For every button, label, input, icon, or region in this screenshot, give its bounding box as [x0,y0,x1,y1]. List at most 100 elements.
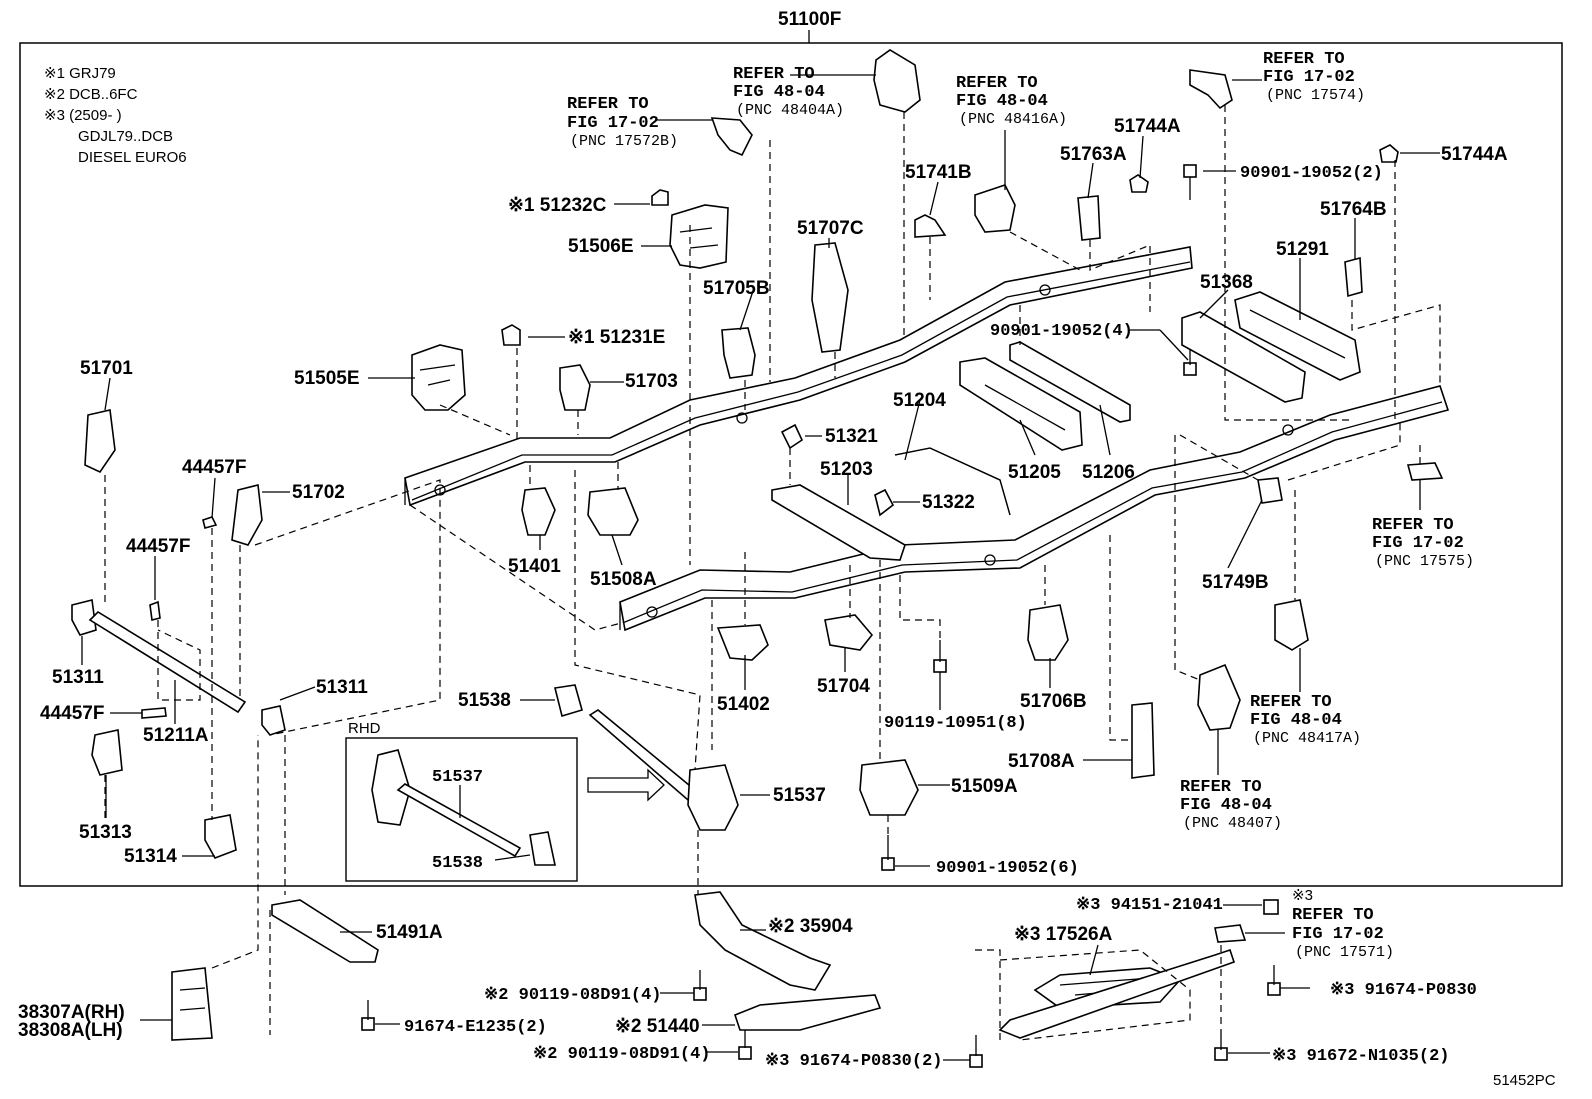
part-91674-p0830[interactable]: ※3 91674-P0830 [1330,981,1477,1000]
note-3: ※3 (2509- ) [44,107,122,124]
part-51314[interactable]: 51314 [124,846,177,867]
part-51311-1[interactable]: 51311 [52,667,104,688]
part-51206[interactable]: 51206 [1082,462,1135,483]
part-90119-08d91-b[interactable]: ※2 90119-08D91(4) [533,1045,710,1064]
note-4: GDJL79..DCB [78,128,173,145]
svg-text:(PNC 48407): (PNC 48407) [1183,815,1282,832]
refer-blocks: REFER TO FIG 17-02 (PNC 17572B) REFER TO… [567,50,1474,961]
svg-text:(PNC 48416A): (PNC 48416A) [959,111,1067,128]
svg-text:REFER TO: REFER TO [1372,516,1454,535]
part-51291[interactable]: 51291 [1276,239,1329,260]
part-44457f-1[interactable]: 44457F [182,457,246,478]
part-94151-21041[interactable]: ※3 94151-21041 [1076,896,1223,915]
part-91674-p0830-2[interactable]: ※3 91674-P0830(2) [765,1052,942,1071]
part-90119-10951-8[interactable]: 90119-10951(8) [884,714,1027,733]
svg-text:(PNC 48417A): (PNC 48417A) [1253,730,1361,747]
part-44457f-3[interactable]: 44457F [40,703,104,724]
main-part-number[interactable]: 51100F [778,9,841,30]
part-51204[interactable]: 51204 [893,390,946,411]
svg-text:(PNC 17575): (PNC 17575) [1375,553,1474,570]
svg-text:(PNC 17571): (PNC 17571) [1295,944,1394,961]
part-51703[interactable]: 51703 [625,371,678,392]
svg-text:REFER TO: REFER TO [733,65,815,84]
note-2: ※2 DCB..6FC [44,86,138,103]
part-51401[interactable]: 51401 [508,556,561,577]
part-51538[interactable]: 51538 [458,690,511,711]
part-51708a[interactable]: 51708A [1008,751,1075,772]
part-shapes [71,49,1444,1068]
notes-block: ※1 GRJ79 ※2 DCB..6FC ※3 (2509- ) GDJL79.… [44,65,187,166]
part-51313[interactable]: 51313 [79,822,132,843]
note-1: ※1 GRJ79 [44,65,116,82]
part-51537[interactable]: 51537 [773,785,826,806]
svg-text:FIG 48-04: FIG 48-04 [1250,711,1342,730]
guide-lines [104,105,1441,1045]
part-51741b[interactable]: 51741B [905,162,972,183]
refer-17574[interactable]: REFER TO FIG 17-02 (PNC 17574) [1263,50,1365,104]
part-91672-n1035-2[interactable]: ※3 91672-N1035(2) [1272,1047,1449,1066]
part-17526a[interactable]: ※3 17526A [1014,924,1113,945]
refer-48404a[interactable]: REFER TO FIG 48-04 (PNC 48404A) [733,65,844,119]
svg-text:(PNC 48404A): (PNC 48404A) [736,102,844,119]
refer-48407[interactable]: REFER TO FIG 48-04 (PNC 48407) [1180,778,1282,832]
part-51749b[interactable]: 51749B [1202,572,1269,593]
svg-text:(PNC 17574): (PNC 17574) [1266,87,1365,104]
refer-48417a[interactable]: REFER TO FIG 48-04 (PNC 48417A) [1250,693,1361,747]
part-51311-2[interactable]: 51311 [316,677,368,698]
part-91674-e1235-2[interactable]: 91674-E1235(2) [404,1018,547,1037]
part-51744a-1[interactable]: 51744A [1114,116,1181,137]
part-51701[interactable]: 51701 [80,358,133,379]
part-51402[interactable]: 51402 [717,694,770,715]
svg-text:REFER TO: REFER TO [1250,693,1332,712]
part-51231e[interactable]: ※1 51231E [568,327,665,348]
part-51321[interactable]: 51321 [825,426,878,447]
svg-text:FIG 48-04: FIG 48-04 [733,83,825,102]
refer-17572b[interactable]: REFER TO FIG 17-02 (PNC 17572B) [567,95,678,150]
part-44457f-2[interactable]: 44457F [126,536,190,557]
svg-text:REFER TO: REFER TO [1180,778,1262,797]
part-38307a[interactable]: 38307A(RH) [18,1002,125,1023]
part-51232c[interactable]: ※1 51232C [508,195,607,216]
part-51705b[interactable]: 51705B [703,278,770,299]
svg-text:FIG 17-02: FIG 17-02 [567,114,659,133]
diagram-code: 51452PC [1493,1072,1556,1089]
part-90901-19052-6[interactable]: 90901-19052(6) [936,859,1079,878]
frame-rails [404,246,1450,632]
part-51706b[interactable]: 51706B [1020,691,1087,712]
part-51509a[interactable]: 51509A [951,776,1018,797]
refer-48416a[interactable]: REFER TO FIG 48-04 (PNC 48416A) [956,74,1067,128]
part-51505e[interactable]: 51505E [294,368,360,389]
part-51506e[interactable]: 51506E [568,236,634,257]
part-51205[interactable]: 51205 [1008,462,1061,483]
inset-part-51537[interactable]: 51537 [432,768,483,787]
refer-17575[interactable]: REFER TO FIG 17-02 (PNC 17575) [1372,516,1474,570]
part-51508a[interactable]: 51508A [590,569,657,590]
part-38308a[interactable]: 38308A(LH) [18,1020,123,1041]
part-51203[interactable]: 51203 [820,459,873,480]
svg-text:FIG 48-04: FIG 48-04 [956,92,1048,111]
part-51744a-2[interactable]: 51744A [1441,144,1508,165]
part-51491a[interactable]: 51491A [376,922,443,943]
part-51440[interactable]: ※2 51440 [615,1016,700,1037]
part-90901-19052-2[interactable]: 90901-19052(2) [1240,164,1383,183]
part-51707c[interactable]: 51707C [797,218,864,239]
part-51368[interactable]: 51368 [1200,272,1253,293]
diagram-frame [19,42,1563,887]
part-51704[interactable]: 51704 [817,676,870,697]
part-51764b[interactable]: 51764B [1320,199,1387,220]
part-51702[interactable]: 51702 [292,482,345,503]
svg-text:FIG 48-04: FIG 48-04 [1180,796,1272,815]
part-51322[interactable]: 51322 [922,492,975,513]
svg-text:(PNC 17572B): (PNC 17572B) [570,133,678,150]
svg-text:FIG 17-02: FIG 17-02 [1372,534,1464,553]
part-35904[interactable]: ※2 35904 [768,916,853,937]
refer-17571[interactable]: ※3 REFER TO FIG 17-02 (PNC 17571) [1292,887,1394,961]
part-90119-08d91-a[interactable]: ※2 90119-08D91(4) [484,986,661,1005]
part-51763a[interactable]: 51763A [1060,144,1127,165]
inset-part-51538[interactable]: 51538 [432,854,483,873]
part-90901-19052-4[interactable]: 90901-19052(4) [990,322,1133,341]
part-51211a[interactable]: 51211A [143,725,209,746]
svg-text:FIG 17-02: FIG 17-02 [1263,68,1355,87]
note-5: DIESEL EURO6 [78,149,187,166]
